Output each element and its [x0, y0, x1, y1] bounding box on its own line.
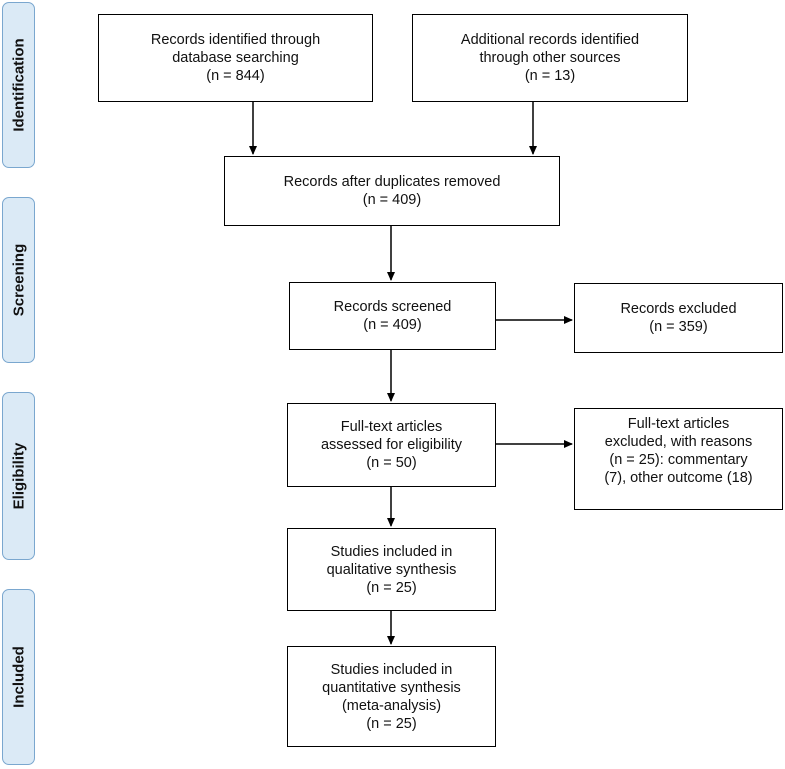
box-fulltext-excluded-line-2: excluded, with reasons [604, 434, 753, 450]
box-screened-line-1: Records screened [333, 299, 452, 315]
box-qualitative-line-2: qualitative synthesis [326, 561, 457, 578]
box-quantitative-line-4: (n = 25) [366, 715, 417, 732]
box-duplicates-line-1: Records after duplicates removed [283, 174, 501, 190]
box-excluded-line-1: Records excluded [620, 301, 737, 317]
box-quantitative-line-3: (meta-analysis) [341, 697, 442, 714]
box-database-line-1: Records identified through [150, 32, 321, 48]
box-screened-line-2: (n = 409) [363, 317, 422, 333]
box-other-line-1: Additional records identified [460, 32, 640, 48]
box-fulltext-assessed: Full-text articles assessed for eligibil… [287, 403, 496, 487]
box-database-records: Records identified through database sear… [98, 14, 373, 102]
box-fulltext-line-2: assessed for eligibility [320, 437, 463, 453]
box-quantitative-synthesis: Studies included in quantitative synthes… [287, 646, 496, 747]
box-fulltext-excluded: Full-text articles excluded, with reason… [574, 408, 783, 510]
phase-eligibility: Eligibility [2, 392, 35, 560]
box-fulltext-excluded-line-3: (n = 25): commentary [609, 452, 748, 468]
box-database-line-2: database searching [172, 50, 299, 66]
box-fulltext-excluded-line-4: (7), other outcome (18) [604, 470, 753, 486]
box-records-excluded: Records excluded (n = 359) [574, 283, 783, 353]
box-other-line-3: (n = 13) [524, 68, 576, 84]
box-qualitative-line-1: Studies included in [330, 543, 453, 560]
box-fulltext-line-3: (n = 50) [366, 455, 417, 471]
box-quantitative-line-1: Studies included in [330, 661, 453, 678]
box-database-line-3: (n = 844) [206, 68, 265, 84]
box-fulltext-excluded-line-1: Full-text articles [627, 416, 730, 432]
box-excluded-line-2: (n = 359) [649, 319, 708, 335]
box-other-sources: Additional records identified through ot… [412, 14, 688, 102]
box-duplicates-removed: Records after duplicates removed (n = 40… [224, 156, 560, 226]
box-fulltext-line-1: Full-text articles [340, 419, 443, 435]
box-other-line-2: through other sources [479, 50, 621, 66]
phase-screening: Screening [2, 197, 35, 363]
box-records-screened: Records screened (n = 409) [289, 282, 496, 350]
box-qualitative-synthesis: Studies included in qualitative synthesi… [287, 528, 496, 611]
box-duplicates-line-2: (n = 409) [362, 192, 422, 208]
box-quantitative-line-2: quantitative synthesis [322, 679, 461, 696]
box-qualitative-line-3: (n = 25) [366, 579, 417, 596]
phase-included: Included [2, 589, 35, 765]
phase-identification: Identification [2, 2, 35, 168]
